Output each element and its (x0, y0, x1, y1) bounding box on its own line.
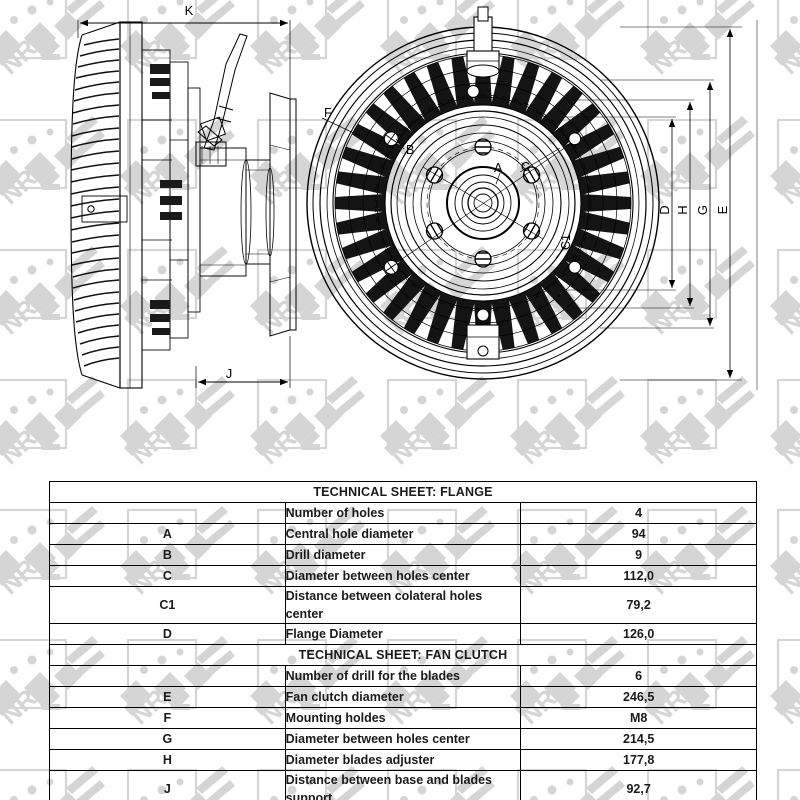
row-description: Number of drill for the blades (284, 665, 522, 687)
row-description: Fan clutch diameter (284, 686, 522, 708)
dimension-J (195, 336, 291, 388)
row-value: M8 (520, 707, 757, 729)
svg-text:NRF: NRF (0, 672, 54, 730)
svg-text:NRF: NRF (774, 672, 800, 730)
side-view-inner-body (141, 49, 201, 351)
table-section-header: TECHNICAL SHEET: FLANGE (49, 481, 757, 503)
dimension-label-D: D (657, 205, 672, 214)
dimension-label-C1: C1 (559, 234, 573, 250)
section-title: TECHNICAL SHEET: FLANGE (49, 481, 757, 503)
side-view-bimetal-arm (195, 33, 248, 167)
section-title: TECHNICAL SHEET: FAN CLUTCH (49, 644, 757, 666)
row-description: Central hole diameter (284, 523, 522, 545)
row-description: Flange Diameter (284, 623, 522, 645)
row-code: A (49, 523, 286, 545)
dimension-label-C: C (521, 160, 530, 174)
watermark-tile: NRF (760, 630, 800, 760)
row-code: D (49, 623, 286, 645)
row-description: Number of holes (284, 502, 522, 524)
dimension-label-B: B (406, 143, 414, 157)
dimension-label-H: H (675, 205, 690, 214)
watermark-tile: NRF (760, 760, 800, 800)
row-value: 126,0 (520, 623, 757, 645)
row-description: Distance between colateral holes center (284, 586, 522, 624)
row-value: 94 (520, 523, 757, 545)
front-view-bimetal-spindle (466, 6, 500, 78)
front-view-fan-clutch (306, 6, 660, 380)
front-view-bottom-tab (466, 324, 500, 360)
row-code: H (49, 749, 286, 771)
row-value: 214,5 (520, 728, 757, 750)
row-value: 6 (520, 665, 757, 687)
row-description: Distance between base and blades support (284, 770, 522, 800)
svg-text:NRF: NRF (774, 542, 800, 600)
row-code: F (49, 707, 286, 729)
row-description: Diameter blades adjuster (284, 749, 522, 771)
watermark-tile: NRF (760, 500, 800, 630)
dimension-label-F: F (324, 106, 332, 120)
row-value: 112,0 (520, 565, 757, 587)
row-code: G (49, 728, 286, 750)
row-value: 177,8 (520, 749, 757, 771)
row-description: Diameter between holes center (284, 565, 522, 587)
row-code (49, 665, 286, 687)
row-code (49, 502, 286, 524)
row-code: C (49, 565, 286, 587)
dimension-label-G: G (695, 205, 710, 215)
dimension-label-J: J (226, 366, 233, 381)
dimension-label-E: E (715, 205, 730, 214)
row-value: 4 (520, 502, 757, 524)
row-description: Drill diameter (284, 544, 522, 566)
svg-text:NRF: NRF (0, 542, 54, 600)
side-view-hub-plate (119, 21, 143, 389)
row-value: 79,2 (520, 586, 757, 624)
dimension-label-A: A (494, 161, 503, 175)
row-description: Mounting holdes (284, 707, 522, 729)
row-code: E (49, 686, 286, 708)
row-value: 246,5 (520, 686, 757, 708)
row-value: 92,7 (520, 770, 757, 800)
row-code: C1 (49, 586, 286, 624)
side-view-drum (199, 147, 275, 277)
row-code: B (49, 544, 286, 566)
technical-drawing: K J (70, 3, 758, 390)
dimension-K (77, 19, 291, 100)
row-value: 9 (520, 544, 757, 566)
row-code: J (49, 770, 286, 800)
dimension-label-K: K (185, 3, 194, 18)
row-description: Diameter between holes center (284, 728, 522, 750)
table-section-header: TECHNICAL SHEET: FAN CLUTCH (49, 644, 757, 666)
side-view-fin-stack (70, 21, 128, 389)
